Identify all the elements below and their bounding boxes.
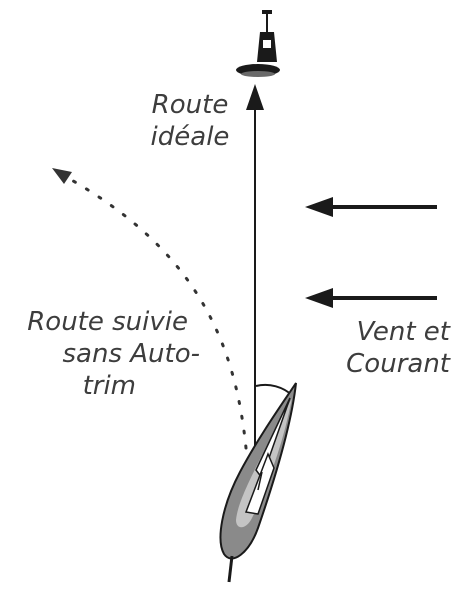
ideal-route-label: Route idéale (142, 89, 238, 153)
wind-arrow-icon (305, 197, 437, 217)
drifted-route-label: Route suivie sans Auto- trim (4, 306, 200, 402)
drifted-route-label-line-1: Route suivie (27, 307, 188, 337)
drifted-route-arrowhead (52, 168, 72, 184)
drifted-route-label-line-3: trim (82, 371, 136, 401)
ideal-route-arrowhead (246, 84, 264, 110)
sailboat-icon (219, 382, 297, 583)
buoy-icon (236, 10, 280, 77)
wind-current-label: Vent et Courant (300, 316, 450, 380)
wind-current-label-line-1: Vent et (356, 317, 450, 347)
wind-current-label-line-2: Courant (346, 349, 450, 379)
drifted-route-label-line-2: sans Auto- (62, 339, 200, 369)
ideal-route-label-line-2: idéale (150, 122, 230, 152)
current-arrow-icon (305, 288, 437, 308)
ideal-route-label-line-1: Route (151, 90, 229, 120)
drifted-route-path (66, 176, 248, 450)
